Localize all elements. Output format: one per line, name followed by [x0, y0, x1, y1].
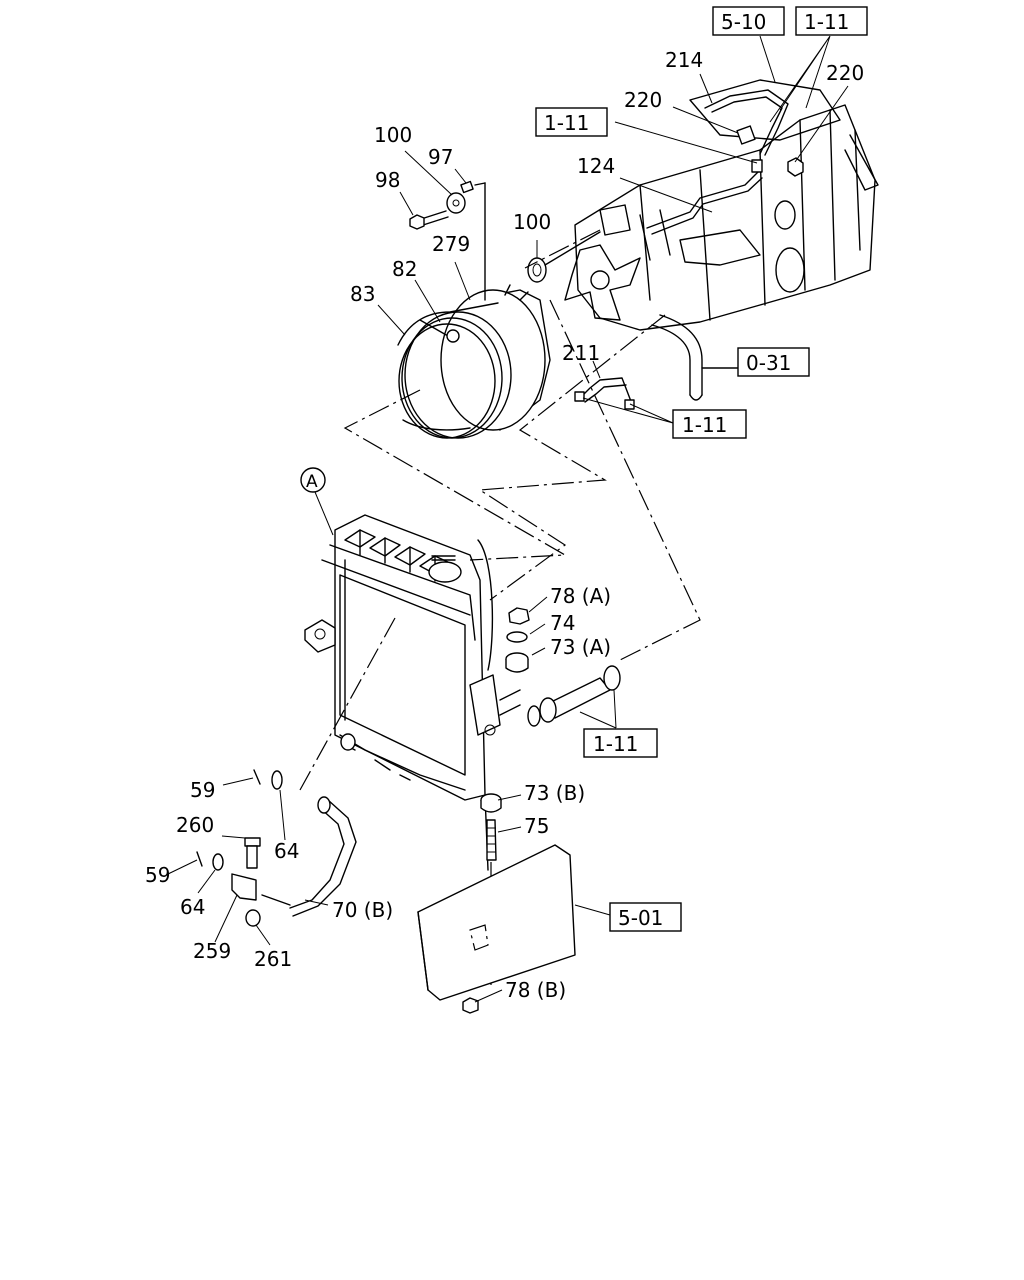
callout-70b: 70 (B) — [332, 898, 393, 922]
reservoir-hose-group — [196, 769, 357, 927]
reference-boxes: 5-10 1-11 1-11 0-31 1-11 1-11 5-01 — [535, 6, 868, 932]
callout-73a: 73 (A) — [550, 635, 611, 659]
callout-124: 124 — [577, 154, 615, 178]
upper-mount-parts — [505, 607, 530, 673]
fan-shroud — [397, 284, 551, 439]
callout-78b: 78 (B) — [505, 978, 566, 1002]
leader-lines — [167, 35, 849, 1003]
callout-64: 64 — [274, 839, 299, 863]
view-marker-a: A — [300, 467, 326, 493]
ref-1-11: 1-11 — [593, 732, 638, 756]
callout-261: 261 — [254, 947, 292, 971]
callout-100: 100 — [513, 210, 551, 234]
engine-transmission-assembly — [564, 79, 879, 410]
ref-0-31: 0-31 — [746, 351, 791, 375]
radiator — [304, 514, 521, 871]
callout-82: 82 — [392, 257, 417, 281]
ref-1-11: 1-11 — [682, 413, 727, 437]
callout-59: 59 — [145, 863, 170, 887]
callout-78a: 78 (A) — [550, 584, 611, 608]
callout-220: 220 — [826, 61, 864, 85]
callout-74: 74 — [550, 611, 575, 635]
ref-1-11: 1-11 — [544, 111, 589, 135]
callout-100: 100 — [374, 123, 412, 147]
callout-83: 83 — [350, 282, 375, 306]
callout-220: 220 — [624, 88, 662, 112]
callout-73b: 73 (B) — [524, 781, 585, 805]
lower-hose — [527, 665, 621, 727]
callout-214: 214 — [665, 48, 703, 72]
connection-lines — [299, 229, 701, 791]
callout-98: 98 — [375, 168, 400, 192]
marker-a-label: A — [306, 472, 318, 492]
callout-labels: 214 220 220 124 100 97 98 100 279 82 83 … — [145, 48, 864, 1002]
callout-279: 279 — [432, 232, 470, 256]
callout-64: 64 — [180, 895, 205, 919]
callout-75: 75 — [524, 814, 549, 838]
callout-211: 211 — [562, 341, 600, 365]
ref-5-10: 5-10 — [721, 10, 766, 34]
callout-97: 97 — [428, 145, 453, 169]
ref-1-11: 1-11 — [804, 10, 849, 34]
frame-member — [417, 844, 576, 1014]
callout-260: 260 — [176, 813, 214, 837]
callout-59: 59 — [190, 778, 215, 802]
ref-5-01: 5-01 — [618, 906, 663, 930]
callout-259: 259 — [193, 939, 231, 963]
